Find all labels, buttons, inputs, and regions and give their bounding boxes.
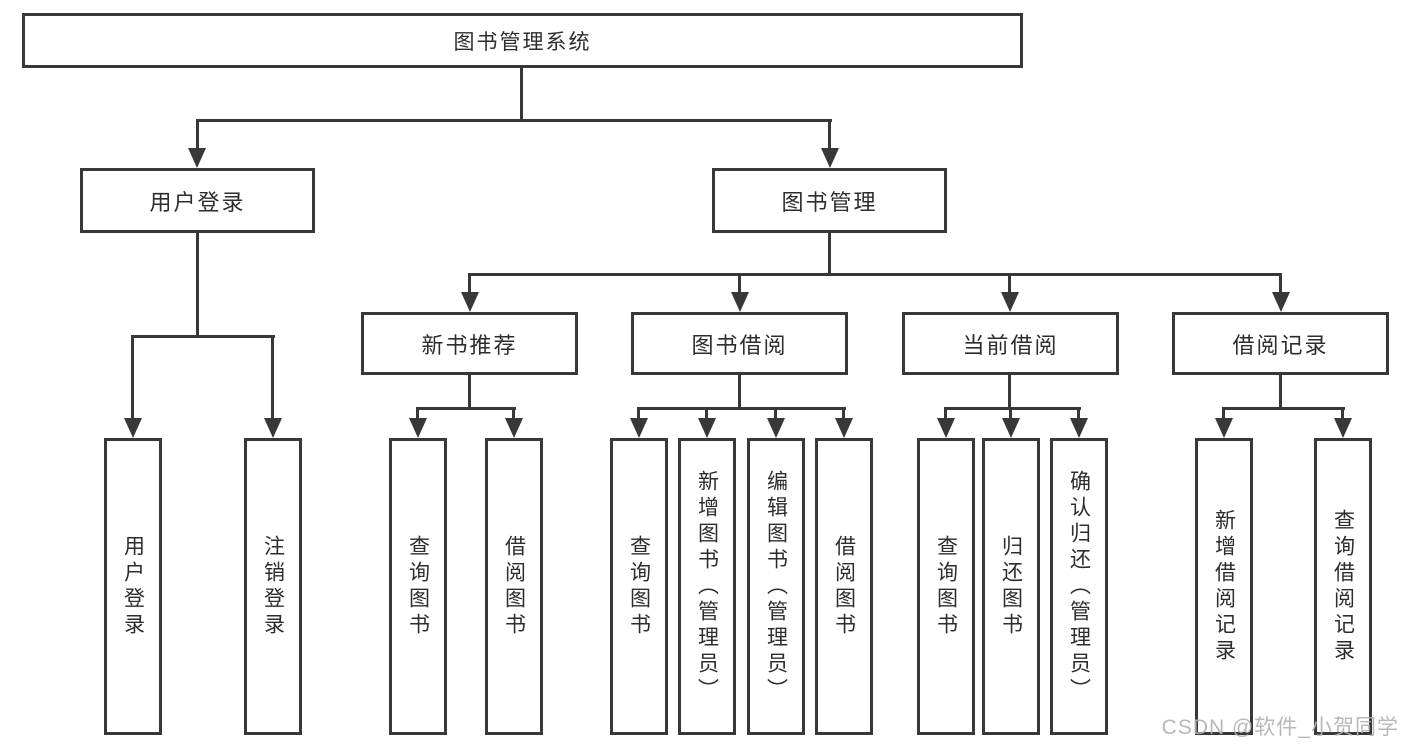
node-label: 编辑图书（管理员）	[764, 469, 788, 704]
arrowhead-down-icon	[461, 292, 479, 312]
connector-line	[828, 233, 831, 276]
arrowhead-down-icon	[937, 418, 955, 438]
node-label: 确认归还（管理员）	[1067, 469, 1091, 704]
connector-line	[1222, 407, 1225, 422]
arrowhead-down-icon	[1215, 418, 1233, 438]
arrowhead-down-icon	[1272, 292, 1290, 312]
node-new-book-recommendation: 新书推荐	[361, 312, 578, 375]
node-label: 查询借阅记录	[1331, 508, 1355, 665]
connector-line	[774, 407, 777, 422]
arrowhead-down-icon	[630, 418, 648, 438]
connector-line	[131, 335, 275, 338]
connector-line	[1009, 407, 1012, 422]
arrowhead-down-icon	[821, 148, 839, 168]
connector-line	[512, 407, 515, 422]
connector-line	[738, 375, 741, 409]
leaf-user-login: 用户登录	[104, 438, 162, 735]
leaf-borrow-books-recommendation: 借阅图书	[485, 438, 543, 735]
node-label: 查询图书	[406, 534, 430, 639]
connector-line	[196, 119, 199, 152]
node-current-borrowing: 当前借阅	[902, 312, 1119, 375]
connector-line	[1341, 407, 1344, 422]
connector-line	[416, 407, 516, 410]
leaf-confirm-return-admin: 确认归还（管理员）	[1050, 438, 1108, 735]
node-label: 图书借阅	[691, 332, 788, 358]
connector-line	[468, 273, 1282, 276]
connector-line	[1008, 375, 1011, 409]
connector-line	[944, 407, 947, 422]
leaf-query-borrow-record: 查询借阅记录	[1314, 438, 1372, 735]
arrowhead-down-icon	[835, 418, 853, 438]
node-label: 借阅记录	[1232, 332, 1329, 358]
connector-line	[842, 407, 845, 422]
arrowhead-down-icon	[505, 418, 523, 438]
node-book-borrowing: 图书借阅	[631, 312, 848, 375]
node-borrowing-records: 借阅记录	[1172, 312, 1389, 375]
arrowhead-down-icon	[698, 418, 716, 438]
node-user-login: 用户登录	[80, 168, 315, 233]
arrowhead-down-icon	[264, 418, 282, 438]
connector-line	[1279, 375, 1282, 409]
node-label: 用户登录	[121, 534, 145, 639]
arrowhead-down-icon	[124, 418, 142, 438]
leaf-edit-books-admin: 编辑图书（管理员）	[747, 438, 805, 735]
connector-line	[738, 273, 741, 297]
leaf-query-books-current: 查询图书	[917, 438, 975, 735]
connector-line	[944, 407, 1081, 410]
node-label: 当前借阅	[962, 332, 1059, 358]
connector-line	[196, 119, 832, 122]
connector-line	[705, 407, 708, 422]
connector-line	[196, 233, 199, 337]
leaf-query-books-recommendation: 查询图书	[389, 438, 447, 735]
arrowhead-down-icon	[767, 418, 785, 438]
connector-line	[468, 375, 471, 409]
connector-line	[1279, 273, 1282, 297]
arrowhead-down-icon	[1334, 418, 1352, 438]
leaf-borrow-books-borrowing: 借阅图书	[815, 438, 873, 735]
connector-line	[1222, 407, 1345, 410]
leaf-logout: 注销登录	[244, 438, 302, 735]
leaf-add-books-admin: 新增图书（管理员）	[678, 438, 736, 735]
connector-line	[131, 335, 134, 423]
arrowhead-down-icon	[409, 418, 427, 438]
node-label: 归还图书	[999, 534, 1023, 639]
leaf-return-books: 归还图书	[982, 438, 1040, 735]
connector-line	[468, 273, 471, 297]
node-book-management: 图书管理	[712, 168, 947, 233]
arrowhead-down-icon	[1002, 418, 1020, 438]
node-label: 查询图书	[627, 534, 651, 639]
node-library-management-system: 图书管理系统	[22, 13, 1023, 68]
node-label: 图书管理系统	[453, 30, 592, 54]
arrowhead-down-icon	[188, 148, 206, 168]
node-label: 新增借阅记录	[1212, 508, 1236, 665]
node-label: 用户登录	[149, 189, 246, 215]
leaf-add-borrow-record: 新增借阅记录	[1195, 438, 1253, 735]
node-label: 借阅图书	[502, 534, 526, 639]
leaf-query-books-borrowing: 查询图书	[610, 438, 668, 735]
connector-line	[828, 119, 831, 152]
arrowhead-down-icon	[1001, 292, 1019, 312]
node-label: 新增图书（管理员）	[695, 469, 719, 704]
connector-line	[271, 335, 274, 423]
node-label: 注销登录	[261, 534, 285, 639]
connector-line	[416, 407, 419, 422]
node-label: 新书推荐	[421, 332, 518, 358]
node-label: 查询图书	[934, 534, 958, 639]
connector-line	[1008, 273, 1011, 297]
connector-line	[520, 68, 523, 122]
connector-line	[637, 407, 640, 422]
connector-line	[1077, 407, 1080, 422]
node-label: 图书管理	[781, 189, 878, 215]
arrowhead-down-icon	[1070, 418, 1088, 438]
csdn-watermark: CSDN @软件_小贺同学	[1161, 716, 1399, 739]
node-label: 借阅图书	[832, 534, 856, 639]
arrowhead-down-icon	[731, 292, 749, 312]
connector-line	[637, 407, 846, 410]
